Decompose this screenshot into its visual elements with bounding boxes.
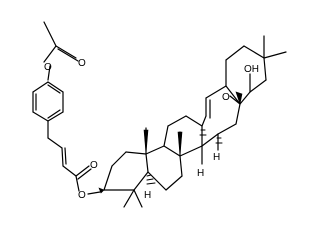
atom-label-acetoxy-carbonyl-o: O — [78, 58, 86, 69]
atom-label-acid-oh: OH — [244, 64, 259, 75]
atom-label-ester-o: O — [78, 190, 86, 201]
atom-label-ester-carbonyl-o: O — [90, 160, 98, 171]
hashed-bonds — [146, 129, 223, 185]
atom-label-h-ring-c: H — [197, 168, 204, 179]
wedge-bond-methyl — [143, 129, 149, 155]
wedge-bond — [98, 187, 105, 194]
atom-label-h-ring-a: H — [144, 190, 151, 201]
atom-label-acid-o: O — [222, 92, 230, 103]
atom-label-h-ring-d: H — [213, 152, 220, 163]
atom-label-acetoxy-o: O — [44, 62, 52, 73]
bonds — [32, 21, 287, 208]
wedge-bond-methyl-2 — [177, 131, 183, 157]
chemical-structure: O O O O O OH H H H — [32, 21, 287, 208]
wedge-bond-acid — [235, 91, 243, 106]
